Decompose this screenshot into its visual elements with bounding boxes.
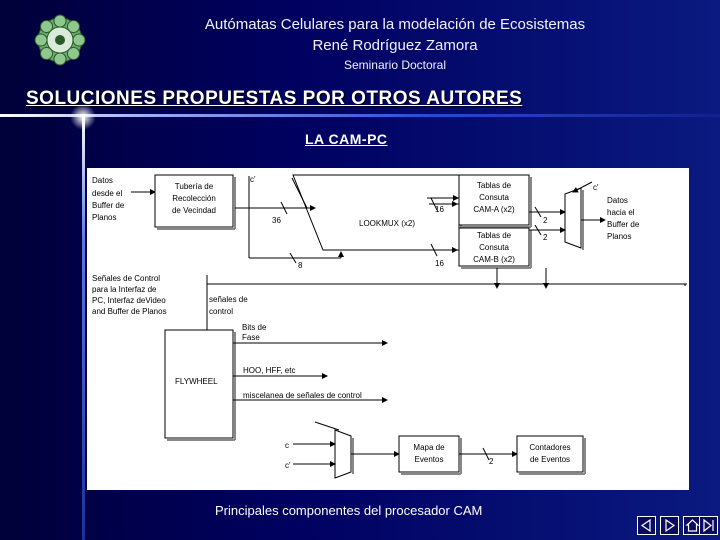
nav-next-button[interactable]: [660, 516, 679, 535]
label-c: c: [285, 441, 289, 450]
label-2-middle: 2: [543, 233, 548, 242]
header-seminar: Seminario Doctoral: [343, 58, 447, 72]
header-title: Autómatas Celulares para la modelación d…: [204, 16, 586, 33]
label-c-prime-1: c': [250, 175, 256, 184]
nav-home-icon: [685, 519, 700, 532]
nav-end-icon: [703, 518, 714, 533]
svg-text:control: control: [209, 307, 233, 316]
svg-text:Señales de Control: Señales de Control: [92, 274, 160, 283]
neighborhood-pipeline-block: Tubería de Recolección de Vecindad: [154, 174, 236, 230]
header-divider: [0, 114, 720, 117]
svg-text:Planos: Planos: [92, 213, 116, 222]
flywheel-block: FLYWHEEL: [164, 329, 236, 441]
vertical-divider: [82, 114, 85, 540]
diagram-caption: Principales componentes del procesador C…: [215, 503, 483, 518]
svg-text:de Vecindad: de Vecindad: [172, 206, 216, 215]
svg-text:CAM-A (x2): CAM-A (x2): [473, 205, 515, 214]
label-36: 36: [272, 216, 281, 225]
svg-text:and Buffer de Planos: and Buffer de Planos: [92, 307, 167, 316]
svg-text:LOOKMUX (x2): LOOKMUX (x2): [359, 219, 415, 228]
svg-text:Buffer de: Buffer de: [607, 220, 640, 229]
label-16-upper: 16: [435, 205, 444, 214]
svg-text:de Eventos: de Eventos: [530, 455, 570, 464]
svg-text:Fase: Fase: [242, 333, 260, 342]
cam-pc-diagram: Datos desde el Buffer de Planos Tubería …: [87, 168, 689, 490]
nav-next-icon: [665, 518, 676, 533]
hoo-hff-label: HOO, HFF, etc: [243, 366, 295, 375]
label-16-lower: 16: [435, 259, 444, 268]
svg-text:Buffer de: Buffer de: [92, 201, 125, 210]
nav-prev-icon: [640, 518, 651, 533]
svg-text:Contadores: Contadores: [529, 443, 570, 452]
svg-text:desde el: desde el: [92, 189, 122, 198]
svg-text:Consuta: Consuta: [479, 193, 509, 202]
slide-subtitle: LA CAM-PC: [305, 131, 388, 147]
label-c-prime-3: c': [285, 461, 291, 470]
svg-text:para la Interfaz de: para la Interfaz de: [92, 285, 157, 294]
svg-text:Mapa de: Mapa de: [413, 443, 445, 452]
header-author: René Rodríguez Zamora: [312, 37, 478, 54]
svg-text:Tubería de: Tubería de: [175, 182, 214, 191]
output-planes-label: Datos hacia el Buffer de Planos: [607, 196, 640, 241]
label-c-prime-2: c': [593, 183, 599, 192]
svg-text:Tablas de: Tablas de: [477, 231, 512, 240]
section-title: SOLUCIONES PROPUESTAS POR OTROS AUTORES: [26, 88, 523, 109]
svg-text:Tablas de: Tablas de: [477, 181, 512, 190]
label-8: 8: [298, 261, 303, 270]
light-flare-decoration: [70, 104, 96, 130]
university-seal-icon: [34, 14, 86, 66]
event-mux-block: [334, 429, 354, 479]
svg-text:Eventos: Eventos: [415, 455, 444, 464]
cam-a-table-block: Tablas de Consuta CAM-A (x2): [458, 174, 532, 228]
phase-bits-label: Bits de: [242, 323, 267, 332]
svg-text:Recolección: Recolección: [172, 194, 216, 203]
svg-text:FLYWHEEL: FLYWHEEL: [175, 377, 218, 386]
svg-text:hacia el: hacia el: [607, 208, 635, 217]
label-2-lower: 2: [489, 457, 494, 466]
misc-control-signals-label: miscelanea de señales de control: [243, 391, 362, 400]
event-counters-block: Contadores de Eventos: [516, 435, 586, 475]
nav-prev-button[interactable]: [637, 516, 656, 535]
svg-text:Datos: Datos: [92, 176, 113, 185]
nav-end-button[interactable]: [699, 516, 718, 535]
cam-b-table-block: Tablas de Consuta CAM-B (x2): [458, 227, 532, 269]
input-planes-label: Datos desde el Buffer de Planos: [92, 176, 125, 222]
event-map-block: Mapa de Eventos: [398, 435, 462, 475]
control-signals-bus-label: señales de: [209, 295, 248, 304]
svg-text:PC, Interfaz deVideo: PC, Interfaz deVideo: [92, 296, 166, 305]
svg-text:CAM-B (x2): CAM-B (x2): [473, 255, 515, 264]
output-mux-block: [564, 187, 584, 250]
svg-text:Datos: Datos: [607, 196, 628, 205]
control-signals-label: Señales de Control para la Interfaz de P…: [92, 274, 167, 316]
label-2-upper: 2: [543, 216, 548, 225]
svg-text:Planos: Planos: [607, 232, 631, 241]
svg-text:Consuta: Consuta: [479, 243, 509, 252]
